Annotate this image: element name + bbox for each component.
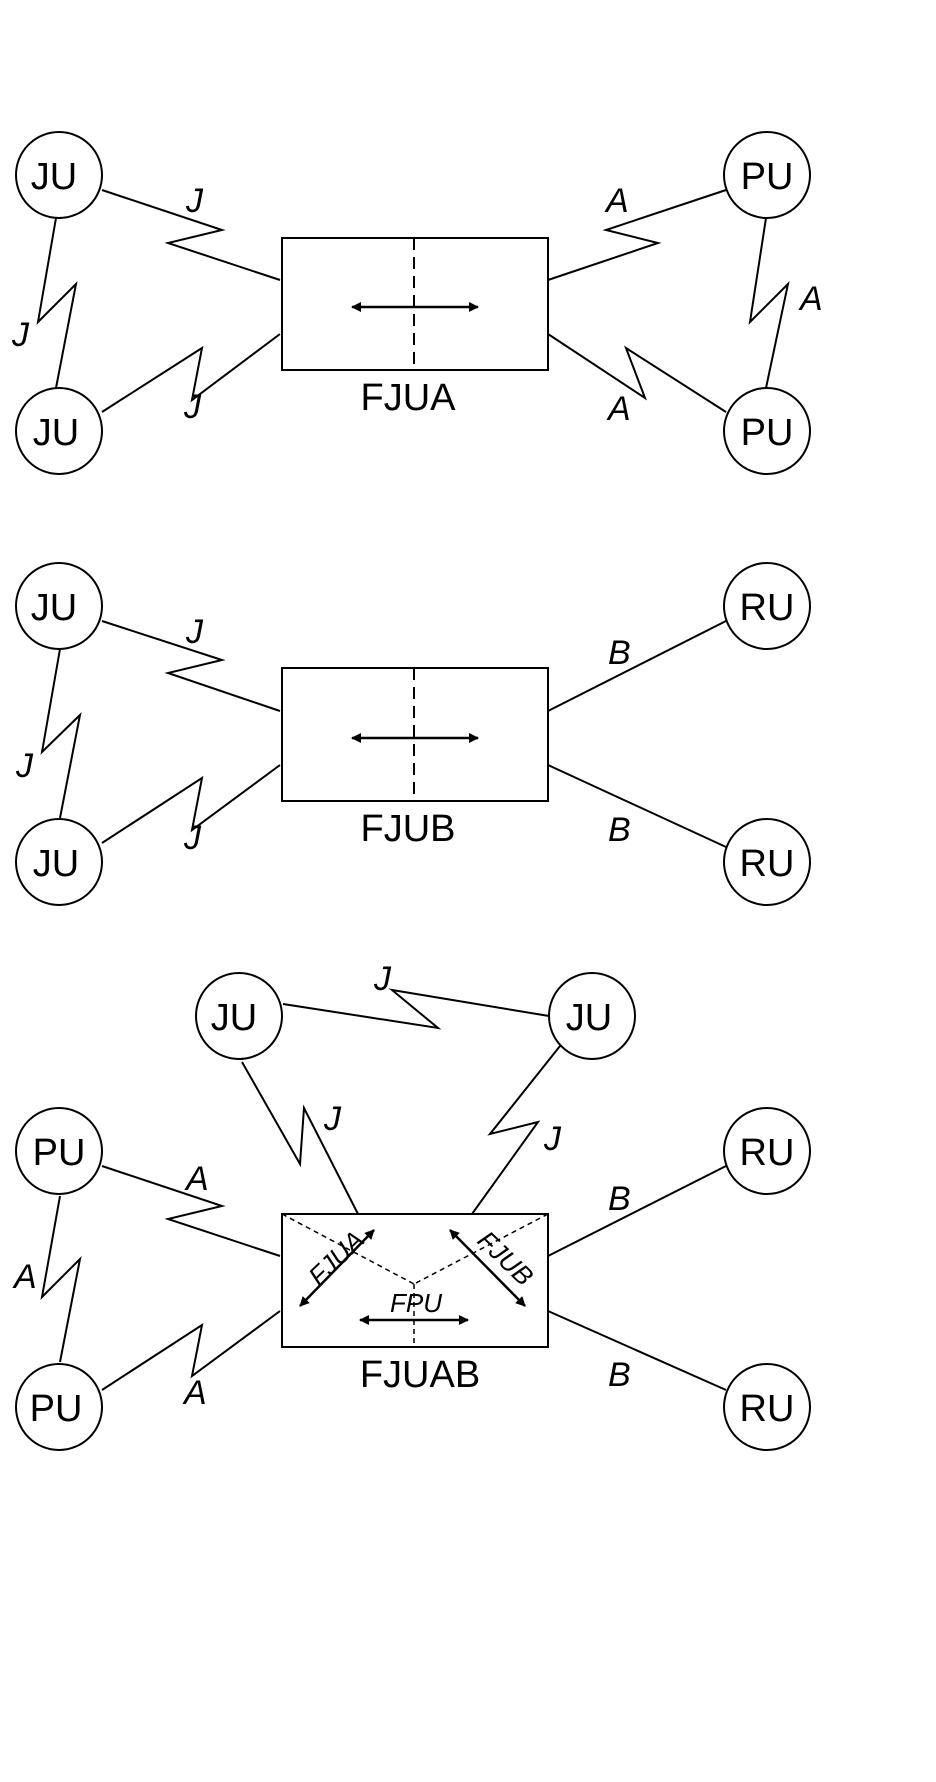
node-ju: JU xyxy=(15,818,103,906)
edge-label: J xyxy=(11,316,30,354)
svg-text:PU: PU xyxy=(33,1132,86,1174)
edge-ju-left-to-box xyxy=(241,1061,359,1215)
node-ru: RU xyxy=(723,1107,811,1195)
edge-label: B xyxy=(608,1180,631,1218)
edge-label: A xyxy=(182,1374,207,1412)
node-ru: RU xyxy=(723,818,811,906)
diagram-fjuab: FJUA FJUB FPU FJUAB JU JU PU PU RU RU J … xyxy=(12,960,811,1451)
edge-box-to-pu-top xyxy=(547,189,727,281)
edge-label: J xyxy=(185,182,204,220)
edge-label: B xyxy=(608,1356,631,1394)
edge-pu-bottom-to-box xyxy=(101,1310,281,1391)
svg-text:RU: RU xyxy=(740,843,795,885)
edge-label: J xyxy=(183,388,202,426)
edge-label: A xyxy=(606,390,631,428)
edge-pu-top-to-box xyxy=(101,1165,281,1257)
edge-ju-to-ju xyxy=(36,217,78,389)
node-ju: JU xyxy=(15,562,103,650)
arrow-fjua xyxy=(299,1229,375,1307)
arrow-fjub xyxy=(449,1229,526,1307)
edge-label: J xyxy=(185,613,204,651)
edge-label: A xyxy=(604,182,629,220)
edge-box-to-ru-bottom xyxy=(547,764,727,848)
edge-label: A xyxy=(798,280,823,318)
svg-text:PU: PU xyxy=(30,1388,83,1430)
svg-text:PU: PU xyxy=(741,412,794,454)
svg-text:RU: RU xyxy=(740,1388,795,1430)
edge-box-to-ru-top xyxy=(547,1165,727,1257)
edge-label: J xyxy=(543,1120,562,1158)
svg-text:JU: JU xyxy=(33,843,79,885)
edge-box-to-ru-top xyxy=(547,620,727,712)
edge-pu-to-pu xyxy=(748,217,790,389)
edge-label: J xyxy=(323,1100,342,1138)
edge-ju-bottom-to-box xyxy=(101,764,281,844)
node-ju: JU xyxy=(195,972,283,1060)
edge-ju-to-ju-top xyxy=(282,988,550,1030)
node-pu: PU xyxy=(15,1363,103,1451)
edge-box-to-pu-bottom xyxy=(547,333,727,413)
node-ju: JU xyxy=(15,387,103,475)
node-pu: PU xyxy=(15,1107,103,1195)
node-ru: RU xyxy=(723,1363,811,1451)
node-pu: PU xyxy=(723,131,811,219)
box-label: FJUAB xyxy=(360,1354,480,1396)
edge-label: J xyxy=(373,960,392,998)
node-ju: JU xyxy=(15,131,103,219)
edge-label: A xyxy=(12,1258,37,1296)
edge-ju-top-to-box xyxy=(101,189,281,281)
edge-label: A xyxy=(184,1160,209,1198)
edge-label: B xyxy=(608,811,631,849)
box-label: FJUA xyxy=(361,377,457,419)
edge-label: B xyxy=(608,634,631,672)
edge-label: J xyxy=(15,747,34,785)
node-ju: JU xyxy=(548,972,636,1060)
diagram-fjua: FJUA JU JU PU PU J J J A A A xyxy=(11,131,823,475)
node-ru: RU xyxy=(723,562,811,650)
svg-text:PU: PU xyxy=(741,156,794,198)
node-pu: PU xyxy=(723,387,811,475)
edge-ju-right-to-box xyxy=(471,1045,561,1215)
svg-text:JU: JU xyxy=(31,156,77,198)
edge-pu-to-pu xyxy=(40,1195,82,1363)
edge-box-to-ru-bottom xyxy=(547,1310,727,1391)
svg-text:JU: JU xyxy=(566,997,612,1039)
svg-text:JU: JU xyxy=(33,412,79,454)
edge-ju-top-to-box xyxy=(101,620,281,712)
svg-text:JU: JU xyxy=(211,997,257,1039)
inner-label-fpu: FPU xyxy=(390,1288,442,1318)
box-label: FJUB xyxy=(361,808,456,850)
edge-ju-bottom-to-box xyxy=(101,333,281,413)
svg-text:RU: RU xyxy=(740,587,795,629)
edge-label: J xyxy=(183,819,202,857)
svg-text:RU: RU xyxy=(740,1132,795,1174)
svg-text:JU: JU xyxy=(31,587,77,629)
edge-ju-to-ju xyxy=(40,648,82,819)
diagram-fjub: FJUB JU JU RU RU J J J B B xyxy=(15,562,811,906)
